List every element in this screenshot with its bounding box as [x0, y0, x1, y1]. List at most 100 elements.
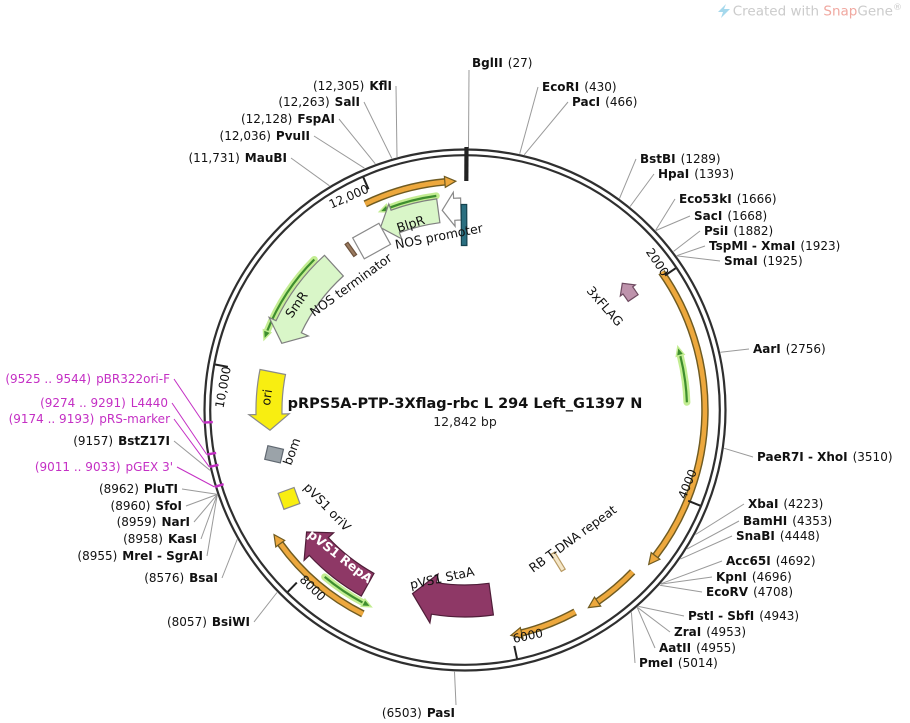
enzyme-label-PmeI[interactable]: PmeI(5014) — [639, 656, 718, 670]
leader-line-SacI — [655, 215, 691, 231]
enzyme-label-pRSmarker[interactable]: (9174 .. 9193)pRS-marker — [9, 412, 170, 426]
primer-arrow-repa-head[interactable] — [360, 597, 373, 608]
primer-arrow-smr[interactable] — [266, 258, 316, 332]
3xFLAG-arrow[interactable] — [619, 282, 639, 303]
enzyme-label-BstZ17I[interactable]: (9157)BstZ17I — [73, 434, 170, 448]
cds-arc-bottom-head[interactable] — [509, 626, 524, 640]
enzyme-label-Acc65I[interactable]: Acc65I(4692) — [726, 554, 816, 568]
cds-arc-right[interactable] — [653, 270, 708, 558]
leader-line-SalI — [363, 101, 393, 159]
primer-arrow-smr-head[interactable] — [262, 328, 273, 342]
enzyme-label-PacI[interactable]: PacI(466) — [572, 95, 637, 109]
enzyme-label-AarI[interactable]: AarI(2756) — [753, 342, 826, 356]
ori-arrow[interactable] — [247, 368, 291, 431]
enzyme-label-BamHI[interactable]: BamHI(4353) — [743, 514, 832, 528]
enzyme-label-BsiWI[interactable]: (8057)BsiWI — [167, 615, 250, 629]
enzyme-label-L4440[interactable]: (9274 .. 9291)L4440 — [40, 396, 168, 410]
leader-line-SnaBI — [680, 535, 733, 560]
enzyme-label-MauBI[interactable]: (11,731)MauBI — [188, 151, 287, 165]
enzyme-label-BstBI[interactable]: BstBI(1289) — [640, 152, 721, 166]
leader-line-BsaI — [221, 539, 238, 579]
enzyme-label-KpnI[interactable]: KpnI(4696) — [716, 570, 792, 584]
leader-line-PvuII — [313, 135, 365, 169]
enzyme-label-PvuII[interactable]: (12,036)PvuII — [220, 129, 310, 143]
SmR-arrow[interactable] — [267, 254, 345, 345]
leader-line-SmaI — [676, 255, 721, 262]
enzyme-label-SmaI[interactable]: SmaI(1925) — [724, 254, 803, 268]
enzyme-label-AatII[interactable]: AatII(4955) — [659, 641, 736, 655]
bom-box[interactable] — [264, 444, 285, 464]
enzyme-label-PluTI[interactable]: (8962)PluTI — [99, 482, 178, 496]
enzyme-label-NarI[interactable]: (8959)NarI — [117, 515, 190, 529]
enzyme-label-BglII[interactable]: BglII(27) — [472, 56, 532, 70]
primer-mark-pbr322[interactable] — [203, 420, 213, 424]
feature-label-ori[interactable]: ori — [258, 388, 275, 406]
enzyme-label-MreISgrAI[interactable]: (8955)MreI - SgrAI — [77, 549, 203, 563]
enzyme-label-PaeR7IXhoI[interactable]: PaeR7I - XhoI(3510) — [757, 450, 893, 464]
enzyme-label-KflI[interactable]: (12,305)KflI — [313, 79, 392, 93]
watermark: Created with SnapGene® — [717, 3, 902, 20]
tick-8000 — [286, 581, 298, 593]
enzyme-label-PstISbfI[interactable]: PstI - SbfI(4943) — [688, 609, 799, 623]
cds-arc-bottom-right-head[interactable] — [587, 595, 602, 609]
enzyme-label-XbaI[interactable]: XbaI(4223) — [748, 497, 823, 511]
feature-label-pVS1-oriV[interactable]: pVS1 oriV — [301, 480, 355, 535]
enzyme-label-pGEX3[interactable]: (9011 .. 9033)pGEX 3' — [35, 460, 173, 474]
enzyme-label-SalI[interactable]: (12,263)SalI — [278, 95, 360, 109]
enzyme-label-BsaI[interactable]: (8576)BsaI — [144, 571, 218, 585]
pvs1-oriv-box[interactable] — [277, 486, 301, 511]
pVS1-StaA-arrow[interactable] — [411, 572, 495, 625]
tick-10000 — [214, 363, 229, 368]
enzyme-label-HpaI[interactable]: HpaI(1393) — [658, 167, 734, 181]
enzyme-label-PasI[interactable]: (6503)PasI — [382, 706, 455, 720]
primer-mark-pgex[interactable] — [214, 483, 224, 488]
enzyme-label-SfoI[interactable]: (8960)SfoI — [111, 499, 182, 513]
leader-line-KflI — [395, 85, 398, 158]
enzyme-label-SnaBI[interactable]: SnaBI(4448) — [736, 529, 820, 543]
leader-line-SfoI — [185, 494, 218, 507]
cds-arc-right-head[interactable] — [647, 551, 662, 566]
pVS1-RepA-arrow[interactable] — [303, 531, 375, 597]
leader-line-BstZ17I — [173, 440, 211, 471]
feature-label-3xFLAG[interactable]: 3xFLAG — [584, 283, 627, 329]
leader-line-BsiWI — [253, 592, 278, 623]
rb-tdna-tick[interactable] — [550, 551, 567, 573]
leader-line-ZraI — [637, 606, 671, 633]
enzyme-label-TspMIXmaI[interactable]: TspMI - XmaI(1923) — [709, 239, 840, 253]
enzyme-label-ZraI[interactable]: ZraI(4953) — [674, 625, 746, 639]
tick-12000 — [362, 176, 370, 190]
brown-feature-tick[interactable] — [344, 241, 358, 258]
enzyme-label-PsiI[interactable]: PsiI(1882) — [704, 224, 773, 238]
enzyme-label-KasI[interactable]: (8958)KasI — [123, 532, 197, 546]
feature-label-RB-T-DNA-repeat[interactable]: RB T-DNA repeat — [526, 502, 619, 576]
cds-arc-bottom-left[interactable] — [278, 542, 364, 616]
cds-arc-bottom[interactable] — [521, 609, 577, 636]
leader-line-L4440 — [171, 402, 208, 455]
enzyme-label-SacI[interactable]: SacI(1668) — [694, 209, 767, 223]
leader-line-EcoRV — [659, 584, 703, 593]
nos-terminator-box[interactable] — [351, 222, 392, 260]
primer-mark-l4440[interactable] — [207, 451, 217, 456]
BlpR-arrow[interactable] — [379, 198, 441, 241]
enzyme-label-pBR322oriF[interactable]: (9525 .. 9544)pBR322ori-F — [5, 372, 170, 386]
cds-arc-top[interactable] — [364, 179, 446, 206]
enzyme-label-Eco53kI[interactable]: Eco53kI(1666) — [679, 192, 777, 206]
leader-line-MreISgrAI — [206, 495, 218, 557]
cds-arc-bottom-right[interactable] — [596, 570, 635, 604]
primer-arrow-right-head[interactable] — [675, 344, 686, 358]
teal-feature-bar[interactable] — [460, 203, 468, 247]
leader-line-pGEX3 — [176, 466, 215, 488]
leader-line-AatII — [636, 607, 656, 649]
orf-white-arrow[interactable] — [441, 190, 462, 229]
leader-line-XbaI — [695, 503, 745, 535]
feature-label-bom[interactable]: bom — [280, 436, 304, 467]
origin-tick[interactable] — [464, 146, 469, 182]
cds-arc-top-head[interactable] — [443, 175, 458, 189]
cds-arc-bottom-left-head[interactable] — [273, 533, 286, 548]
leader-line-PacI — [523, 101, 569, 156]
enzyme-label-EcoRV[interactable]: EcoRV(4708) — [706, 585, 793, 599]
primer-mark-prs[interactable] — [209, 463, 219, 468]
tick-label-10000: 10,000 — [213, 365, 234, 409]
enzyme-label-EcoRI[interactable]: EcoRI(430) — [542, 80, 617, 94]
enzyme-label-FspAI[interactable]: (12,128)FspAI — [241, 112, 335, 126]
